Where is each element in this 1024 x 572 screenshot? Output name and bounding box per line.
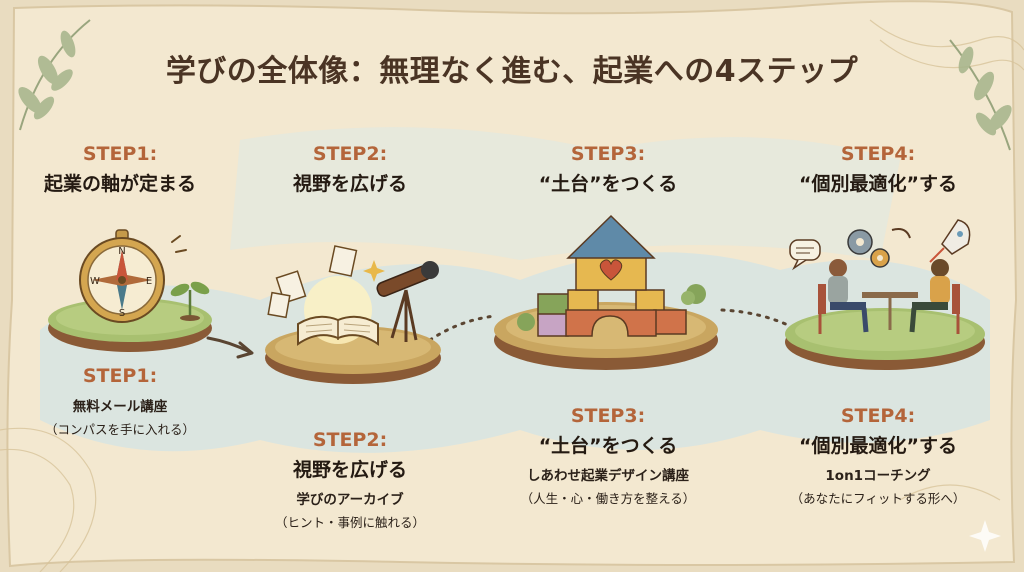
dotted-path-3-4	[720, 308, 792, 328]
step4-label: STEP4:	[840, 143, 916, 165]
arrow-right-icon	[206, 336, 254, 359]
step2-headline: 視野を広げる	[292, 172, 407, 195]
rocket-icon	[929, 219, 971, 263]
step3-label: STEP3:	[570, 143, 646, 165]
step3-detail-headline: “土台”をつくる	[538, 434, 678, 457]
island-step4	[785, 219, 985, 370]
gear-icon	[847, 229, 890, 268]
step4-note: （あなたにフィットする形へ）	[790, 490, 966, 506]
open-book-icon	[297, 315, 379, 346]
person-left-icon	[818, 259, 869, 334]
step1-top-heading: STEP1: 起業の軸が定まる	[20, 144, 220, 196]
step3-top-heading: STEP3: “土台”をつくる	[508, 144, 708, 196]
step2-detail-label: STEP2:	[312, 429, 388, 451]
leaf-decoration-right	[949, 39, 1012, 151]
island-step2	[265, 245, 441, 384]
step2-course: 学びのアーカイブ	[296, 491, 404, 508]
page-title: 学びの全体像：無理なく進む、起業への4ステップ	[165, 54, 859, 89]
step4-detail: STEP4: “個別最適化”する 1on1コーチング （あなたにフィットする形へ…	[768, 406, 988, 507]
compass-north-label: N	[118, 246, 125, 257]
step1-headline: 起業の軸が定まる	[43, 172, 196, 195]
person-right-icon	[909, 259, 960, 334]
step2-detail: STEP2: 視野を広げる 学びのアーカイブ （ヒント・事例に触れる）	[250, 430, 450, 531]
step3-detail-label: STEP3:	[570, 405, 646, 427]
compass-east-label: E	[146, 276, 152, 287]
step1-detail-label: STEP1:	[82, 365, 158, 387]
step4-detail-headline: “個別最適化”する	[799, 434, 957, 457]
telescope-icon	[376, 261, 439, 342]
step1-detail: STEP1: 無料メール講座 （コンパスを手に入れる）	[20, 366, 220, 438]
step2-note: （ヒント・事例に触れる）	[274, 514, 425, 530]
step4-top-heading: STEP4: “個別最適化”する	[778, 144, 978, 196]
step2-label: STEP2:	[312, 143, 388, 165]
island-step1: N E S W	[48, 229, 212, 352]
island-step3	[494, 214, 718, 370]
sprout-icon	[170, 281, 210, 321]
step2-top-heading: STEP2: 視野を広げる	[250, 144, 450, 196]
step3-detail: STEP3: “土台”をつくる しあわせ起業デザイン講座 （人生・心・働き方を整…	[488, 406, 728, 507]
compass-icon: N E S W	[79, 229, 165, 323]
step1-course: 無料メール講座	[72, 398, 168, 415]
speech-bubble-icon	[789, 239, 821, 271]
sparkle-icon	[969, 520, 1001, 552]
step4-course: 1on1コーチング	[825, 467, 931, 484]
step3-course: しあわせ起業デザイン講座	[527, 467, 689, 484]
step1-label: STEP1:	[82, 143, 158, 165]
step3-headline: “土台”をつくる	[538, 172, 678, 195]
heart-icon	[599, 259, 623, 281]
compass-west-label: W	[90, 276, 100, 287]
compass-south-label: S	[119, 308, 125, 319]
step2-detail-headline: 視野を広げる	[292, 458, 407, 481]
dotted-path-2-3	[428, 314, 497, 342]
step3-note: （人生・心・働き方を整える）	[520, 490, 696, 506]
step1-note: （コンパスを手に入れる）	[44, 421, 195, 437]
paper-note-icon	[267, 245, 358, 319]
leaf-decoration-left	[18, 19, 91, 131]
step4-headline: “個別最適化”する	[799, 172, 957, 195]
step4-detail-label: STEP4:	[840, 405, 916, 427]
